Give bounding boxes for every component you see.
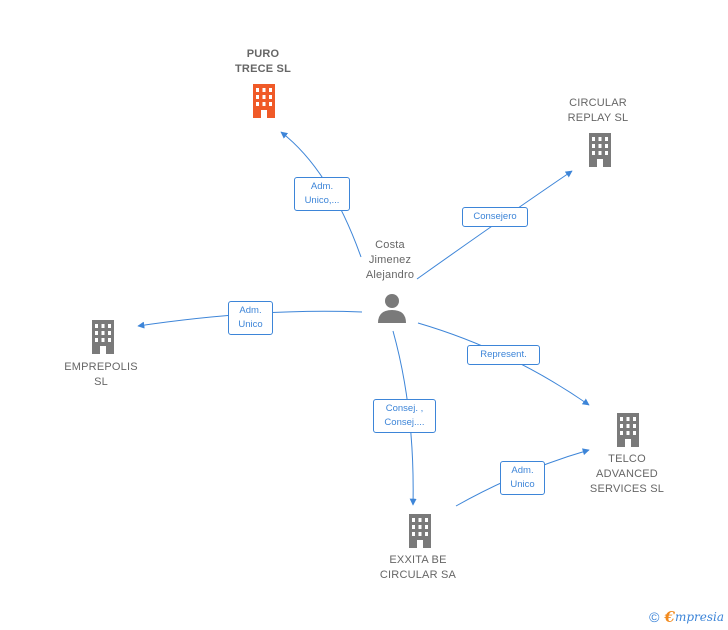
edge-label-exxita[interactable]: Consej. , Consej.... xyxy=(373,399,436,433)
brand-logo-mark: € xyxy=(664,608,675,626)
brand-logo-text: mpresia xyxy=(674,610,724,624)
company-label-emprepolis[interactable]: EMPREPOLIS SL xyxy=(51,360,151,390)
company-label-line: EXXITA BE xyxy=(389,554,447,566)
person-icon[interactable] xyxy=(376,292,408,324)
building-icon[interactable] xyxy=(613,413,643,447)
edge-label-line: Adm. xyxy=(310,181,334,192)
building-icon[interactable] xyxy=(585,133,615,167)
edge-label-emprepolis[interactable]: Adm. Unico xyxy=(228,301,273,335)
building-icon[interactable] xyxy=(405,514,435,548)
company-label-line: TRECE SL xyxy=(235,63,291,75)
company-label-line: CIRCULAR xyxy=(569,97,627,109)
company-label-line: EMPREPOLIS xyxy=(64,361,138,373)
edge-label-line: Consej.... xyxy=(384,417,425,428)
building-icon[interactable] xyxy=(88,320,118,354)
company-label-line: SL xyxy=(94,376,108,388)
company-label-line: TELCO xyxy=(608,453,646,465)
edge-label-line: Adm. xyxy=(511,465,534,476)
edge-label-line: Adm. xyxy=(239,305,262,316)
edge-label-line: Unico,... xyxy=(304,195,340,206)
company-label-line: REPLAY SL xyxy=(567,112,629,124)
edge-label-line: Represent. xyxy=(480,349,527,360)
building-icon[interactable] xyxy=(249,84,279,118)
edge-label-line: Consej. , xyxy=(385,403,424,414)
company-label-exxita[interactable]: EXXITA BE CIRCULAR SA xyxy=(368,553,468,583)
person-name-line: Jimenez xyxy=(368,254,412,266)
person-name-line: Costa xyxy=(375,239,405,251)
person-name-line: Alejandro xyxy=(365,269,415,281)
edge-label-exxita-telco[interactable]: Adm. Unico xyxy=(500,461,545,495)
company-label-telco[interactable]: TELCO ADVANCED SERVICES SL xyxy=(572,452,682,497)
edge-label-telco[interactable]: Represent. xyxy=(467,345,540,365)
company-label-line: PURO xyxy=(246,48,280,60)
person-name[interactable]: Costa Jimenez Alejandro xyxy=(340,238,440,283)
company-label-circular[interactable]: CIRCULAR REPLAY SL xyxy=(548,96,648,126)
copyright-icon: © xyxy=(649,609,660,625)
edge-label-line: Consejero xyxy=(473,211,517,222)
company-label-line: SERVICES SL xyxy=(589,483,665,495)
company-label-line: CIRCULAR SA xyxy=(379,569,457,581)
edge-label-circular[interactable]: Consejero xyxy=(462,207,528,227)
company-label-puro[interactable]: PURO TRECE SL xyxy=(213,47,313,77)
edge-label-line: Unico xyxy=(510,479,535,490)
footer-brand[interactable]: © € mpresia xyxy=(649,608,724,626)
company-label-line: ADVANCED xyxy=(596,468,658,480)
edge-label-puro[interactable]: Adm. Unico,... xyxy=(294,177,350,211)
edge-label-line: Unico xyxy=(238,319,263,330)
